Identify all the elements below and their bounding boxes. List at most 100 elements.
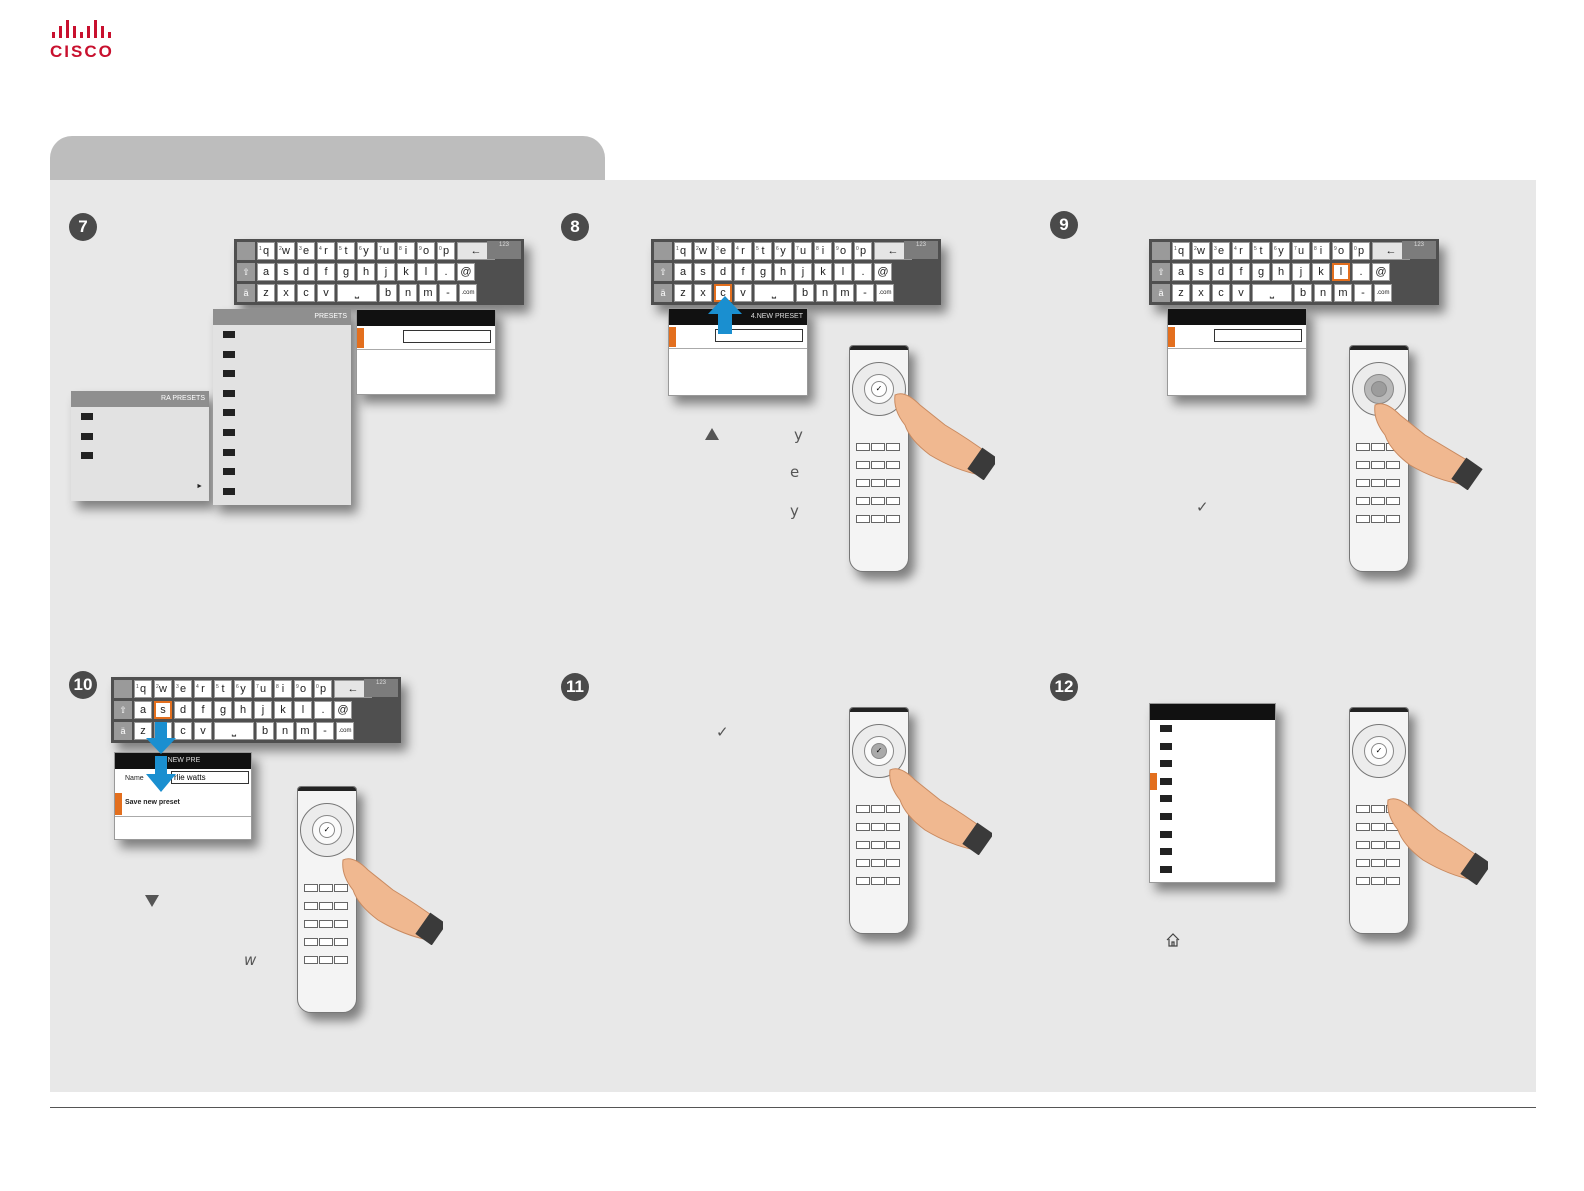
key-g[interactable]: g (1252, 263, 1270, 281)
key-j[interactable]: j (794, 263, 812, 281)
space-key[interactable]: ⎵ (754, 284, 794, 302)
key-v[interactable]: v (734, 284, 752, 302)
key-h[interactable]: h (774, 263, 792, 281)
key-f[interactable]: f (1232, 263, 1250, 281)
key-m[interactable]: m (1334, 284, 1352, 302)
key-j[interactable]: j (254, 701, 272, 719)
name-field[interactable] (403, 330, 491, 343)
key-z[interactable]: z (674, 284, 692, 302)
key-dot[interactable]: . (854, 263, 872, 281)
key-f[interactable]: f (734, 263, 752, 281)
preset-item[interactable] (213, 482, 351, 502)
space-key[interactable]: ⎵ (1252, 284, 1292, 302)
key-dot[interactable]: . (314, 701, 332, 719)
key-@[interactable]: @ (334, 701, 352, 719)
name-field[interactable] (1214, 329, 1302, 342)
key--[interactable]: - (1354, 284, 1372, 302)
key-d[interactable]: d (1212, 263, 1230, 281)
shift-key[interactable]: ⇧ (237, 263, 255, 281)
preset-item[interactable] (213, 384, 351, 404)
key-k[interactable]: k (1312, 263, 1330, 281)
key-l[interactable]: l (294, 701, 312, 719)
preset-item[interactable] (213, 345, 351, 365)
special-chars-key[interactable]: ä (1152, 284, 1170, 302)
special-chars-key[interactable]: ä (237, 284, 255, 302)
key-v[interactable]: v (194, 722, 212, 740)
key-b[interactable]: b (796, 284, 814, 302)
numeric-toggle-key[interactable]: 123 (1402, 241, 1436, 259)
key-d[interactable]: d (297, 263, 315, 281)
key-k[interactable]: k (397, 263, 415, 281)
key-s[interactable]: s (694, 263, 712, 281)
preset-item[interactable] (1150, 826, 1275, 844)
key-l[interactable]: l (834, 263, 852, 281)
key-f[interactable]: f (317, 263, 335, 281)
key-v[interactable]: v (317, 284, 335, 302)
key-c[interactable]: c (297, 284, 315, 302)
key-x[interactable]: x (694, 284, 712, 302)
preset-item[interactable] (213, 325, 351, 345)
ra-preset-item[interactable] (71, 427, 209, 447)
key-h[interactable]: h (234, 701, 252, 719)
shift-key[interactable]: ⇧ (654, 263, 672, 281)
preset-item[interactable] (213, 423, 351, 443)
key-n[interactable]: n (399, 284, 417, 302)
key-s[interactable]: s (277, 263, 295, 281)
key-h[interactable]: h (1272, 263, 1290, 281)
preset-item[interactable] (1150, 720, 1275, 738)
special-chars-key[interactable]: ä (654, 284, 672, 302)
key-b[interactable]: b (379, 284, 397, 302)
key-m[interactable]: m (419, 284, 437, 302)
key-a[interactable]: a (1172, 263, 1190, 281)
key-x[interactable]: x (1192, 284, 1210, 302)
key-j[interactable]: j (377, 263, 395, 281)
key-c[interactable]: c (174, 722, 192, 740)
key-d[interactable]: d (714, 263, 732, 281)
space-key[interactable]: ⎵ (214, 722, 254, 740)
key-dot[interactable]: . (437, 263, 455, 281)
key-@[interactable]: @ (874, 263, 892, 281)
preset-item[interactable] (1150, 861, 1275, 879)
key--[interactable]: - (856, 284, 874, 302)
key-g[interactable]: g (754, 263, 772, 281)
key-k[interactable]: k (814, 263, 832, 281)
preset-item[interactable] (213, 462, 351, 482)
preset-item[interactable] (1150, 772, 1275, 791)
key-d[interactable]: d (174, 701, 192, 719)
preset-item[interactable] (213, 443, 351, 463)
ra-preset-item[interactable] (71, 407, 209, 427)
key-l[interactable]: l (417, 263, 435, 281)
shift-key[interactable]: ⇧ (114, 701, 132, 719)
save-new-preset-item[interactable]: Save new preset (125, 799, 180, 806)
key-k[interactable]: k (274, 701, 292, 719)
space-key[interactable]: ⎵ (337, 284, 377, 302)
preset-item[interactable] (1150, 843, 1275, 861)
key-g[interactable]: g (337, 263, 355, 281)
key-b[interactable]: b (256, 722, 274, 740)
key-s[interactable]: s (154, 701, 172, 719)
key-x[interactable]: x (277, 284, 295, 302)
key-dotcom[interactable]: .com (459, 284, 477, 302)
preset-item[interactable] (1150, 755, 1275, 773)
key-g[interactable]: g (214, 701, 232, 719)
key-a[interactable]: a (257, 263, 275, 281)
